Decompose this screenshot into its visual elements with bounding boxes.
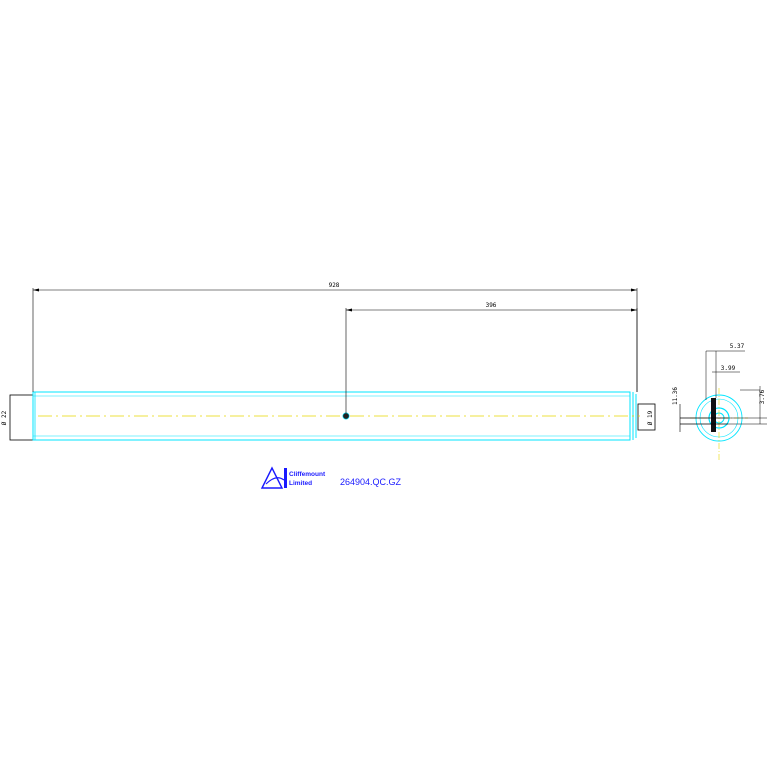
side-dim-a-label: 5.37 (730, 343, 745, 350)
company-logo: Cliffemount Limited (260, 466, 326, 489)
roller-end-view (679, 350, 767, 460)
partial-length-label: 396 (486, 302, 497, 309)
logo-swoosh-icon (265, 477, 285, 485)
logo-line-2: Limited (289, 480, 312, 487)
left-stub (9, 394, 34, 441)
overall-length-dimension: 928 (32, 282, 638, 392)
overall-length-label: 928 (329, 282, 340, 289)
left-diameter-label: Ø 22 (1, 410, 8, 425)
side-dim-b-label: 3.99 (721, 365, 736, 372)
side-dim-c-label: 11.36 (672, 387, 679, 405)
partial-length-dimension: 396 (345, 302, 638, 413)
logo-line-1: Cliffemount (289, 471, 326, 478)
side-dim-d-label: 3.76 (759, 389, 766, 404)
center-hole (342, 412, 350, 420)
part-number: 264904.QC.GZ (340, 477, 402, 487)
roller-side-view (9, 391, 656, 441)
right-stub (637, 403, 656, 431)
right-diameter-label: Ø 19 (647, 410, 654, 425)
